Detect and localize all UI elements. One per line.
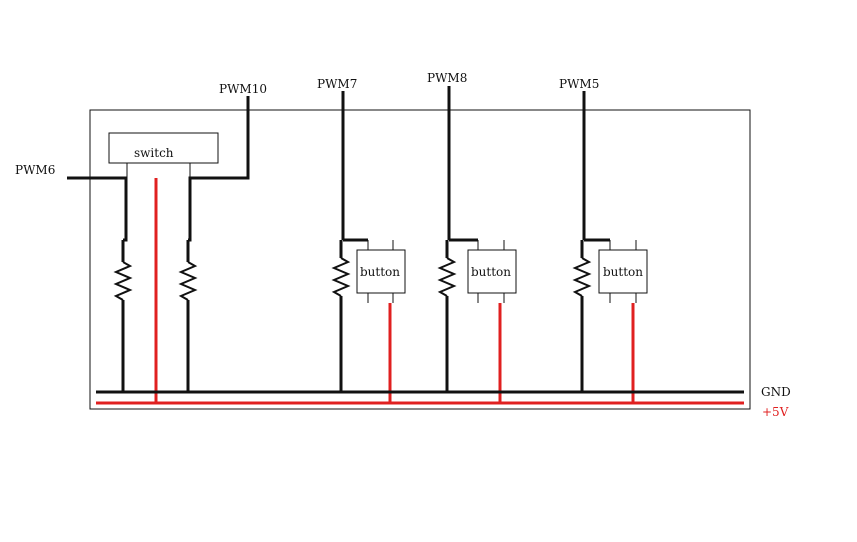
resistor-2: [178, 240, 198, 392]
label-pwm8: PWM8: [427, 71, 467, 85]
wire-pwm10: [188, 96, 250, 242]
label-gnd: GND: [761, 385, 791, 399]
switch-box: [108, 132, 219, 164]
wire-pwm6: [67, 176, 128, 242]
enclosure-box: [89, 109, 751, 410]
channel-pwm8: button: [437, 86, 517, 403]
button-box-pwm7: [356, 249, 406, 294]
label-pwm7: PWM7: [317, 77, 357, 91]
button-label-pwm7: button: [360, 265, 400, 279]
button-box-pwm5: [598, 249, 648, 294]
resistor-1: [113, 240, 133, 392]
switch-label: switch: [134, 146, 174, 160]
label-pwm6: PWM6: [15, 163, 55, 177]
channel-pwm5: button: [572, 91, 648, 403]
label-pwm5: PWM5: [559, 77, 599, 91]
button-box-pwm8: [467, 249, 517, 294]
button-label-pwm5: button: [603, 265, 643, 279]
channel-pwm7: button: [331, 91, 406, 403]
label-pwm10: PWM10: [219, 82, 267, 96]
button-label-pwm8: button: [471, 265, 511, 279]
label-vcc: +5V: [762, 405, 789, 419]
switch-block: switch: [108, 132, 219, 178]
